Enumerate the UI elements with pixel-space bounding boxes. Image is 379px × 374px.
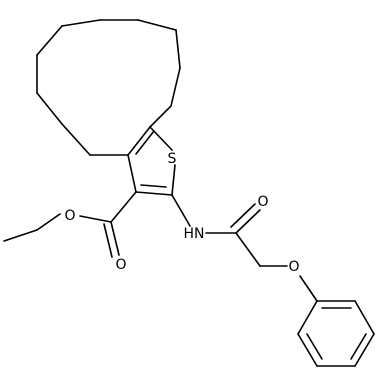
ethyl-ester-group: [3, 191, 137, 258]
bond: [235, 232, 261, 267]
bond: [171, 164, 176, 196]
bond: [175, 29, 181, 69]
sulfur-atom-label: S: [168, 151, 177, 167]
bond: [3, 229, 38, 242]
bond: [149, 105, 172, 128]
bond: [171, 194, 191, 227]
ester-carbonyl-oxygen-label: O: [115, 257, 126, 273]
bond: [297, 300, 318, 335]
bond: [110, 191, 137, 223]
bond: [230, 203, 256, 228]
bond: [36, 25, 63, 56]
cyclododecane-ring: [36, 19, 181, 156]
bond: [103, 223, 113, 258]
bond: [306, 333, 323, 360]
bond: [135, 130, 155, 155]
thiophene-ring: [127, 126, 176, 196]
bond: [170, 67, 181, 107]
atom-labels: S O O HN O O: [64, 151, 299, 275]
bond: [235, 209, 261, 234]
bond: [140, 184, 167, 188]
bond: [61, 19, 101, 27]
ester-ether-oxygen-label: O: [64, 208, 75, 224]
amide-carbonyl-oxygen-label: O: [257, 194, 268, 210]
bond: [149, 126, 173, 151]
bond: [110, 221, 120, 256]
phenyl-ring: [297, 300, 375, 367]
phenoxyacetamide-group: [171, 194, 318, 302]
bond: [79, 215, 112, 223]
bond: [137, 19, 177, 31]
bond: [354, 333, 375, 367]
bond: [297, 333, 318, 367]
bond: [354, 300, 375, 335]
bond: [127, 154, 137, 193]
amide-nitrogen-label: HN: [184, 226, 205, 242]
bond: [36, 92, 63, 125]
phenoxy-oxygen-label: O: [288, 259, 299, 275]
bond: [135, 191, 173, 196]
bond: [36, 213, 61, 231]
bond: [61, 123, 91, 156]
bond: [350, 333, 367, 360]
bond: [299, 275, 318, 302]
bond: [127, 126, 151, 156]
